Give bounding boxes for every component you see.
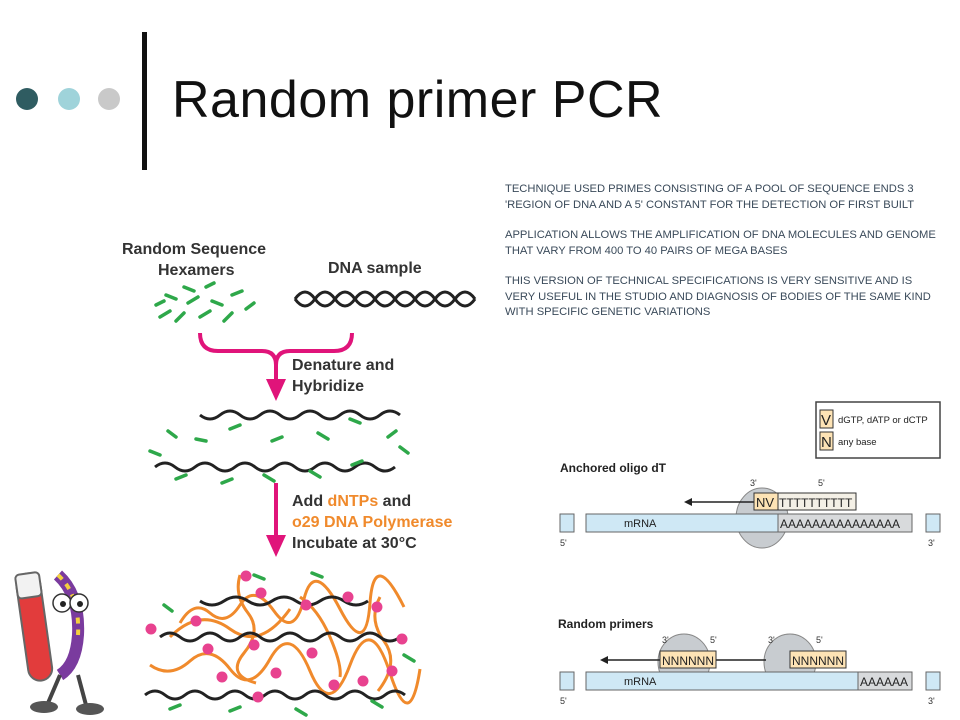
step1-line2: Hybridize [292,378,364,395]
random-primer-amplification-diagram: Random Sequence Hexamers DNA sample Dena… [14,241,477,717]
hexamer-fragments [154,281,256,323]
anchored-mrna-label: mRNA [624,518,657,530]
header-dot-1 [16,88,38,110]
anchored-oligo-label: Anchored oligo dT [560,461,667,475]
hexamers-label-1: Random Sequence [122,241,266,258]
polymerase-molecules [145,570,408,703]
amplified-primer-fragments [162,571,416,717]
step2-incubate: Incubate at 30°C [292,535,417,552]
primer-comparison-diagram: V dGTP, dATP or dCTP N any base Anchored… [558,401,941,706]
header-dot-3 [98,88,120,110]
paragraph-technique: TECHNIQUE USED PRIMES CONSISTING OF A PO… [505,183,915,211]
step2-polymerase: o29 DNA Polymerase [292,514,452,531]
dna-sample-label: DNA sample [328,260,422,277]
step1-line1: Denature and [292,357,394,374]
legend-n-text: any base [838,437,877,448]
random-mrna-five-prime: 5' [560,696,567,706]
random-primers-label: Random primers [558,617,654,631]
anchored-primer-nv: NV [756,495,774,510]
hexamers-label-2: Hexamers [158,262,235,279]
header-dot-2 [58,88,80,110]
legend: V dGTP, dATP or dCTP N any base [815,401,941,459]
random-mrna-three-prime: 3' [928,696,935,706]
anchored-mrna-five-prime: 5' [560,538,567,548]
slide-title: Random primer PCR [172,71,664,129]
anchored-primer-t: TTTTTTTTTT [779,496,853,510]
test-tube-mascot-icon [14,570,104,715]
random-primer-1: NNNNNN [662,654,714,668]
amplified-dna-product [144,574,422,705]
dna-sample-helix [293,290,477,308]
random-primer-2: NNNNNN [792,654,844,668]
hybridized-primers [148,417,410,485]
title-divider [142,32,147,170]
random-mrna-label: mRNA [624,676,657,688]
amplify-arrow-head [266,535,286,557]
random-three-prime-2: 3' [768,635,775,645]
anchored-mrna-three-prime: 3' [928,538,935,548]
anchored-five-prime: 5' [818,478,825,488]
legend-v-letter: V [821,412,831,429]
hybridized-strands [154,409,401,473]
legend-n-letter: N [821,434,832,451]
anchored-polya-tail: AAAAAAAAAAAAAAA [780,517,900,531]
paragraph-application: APPLICATION ALLOWS THE AMPLIFICATION OF … [505,229,936,257]
random-five-prime-2: 5' [816,635,823,645]
combine-bracket [198,332,354,381]
random-polya-tail: AAAAAA [860,675,908,689]
random-three-prime-1: 3' [662,635,669,645]
paragraph-version: THIS VERSION OF TECHNICAL SPECIFICATIONS… [505,275,931,318]
step2-line1: Add dNTPs and [292,493,411,510]
random-five-prime-1: 5' [710,635,717,645]
legend-v-text: dGTP, dATP or dCTP [838,415,928,426]
denature-arrow-head [266,379,286,401]
slide-body-text: TECHNIQUE USED PRIMES CONSISTING OF A PO… [505,182,945,336]
anchored-three-prime: 3' [750,478,757,488]
